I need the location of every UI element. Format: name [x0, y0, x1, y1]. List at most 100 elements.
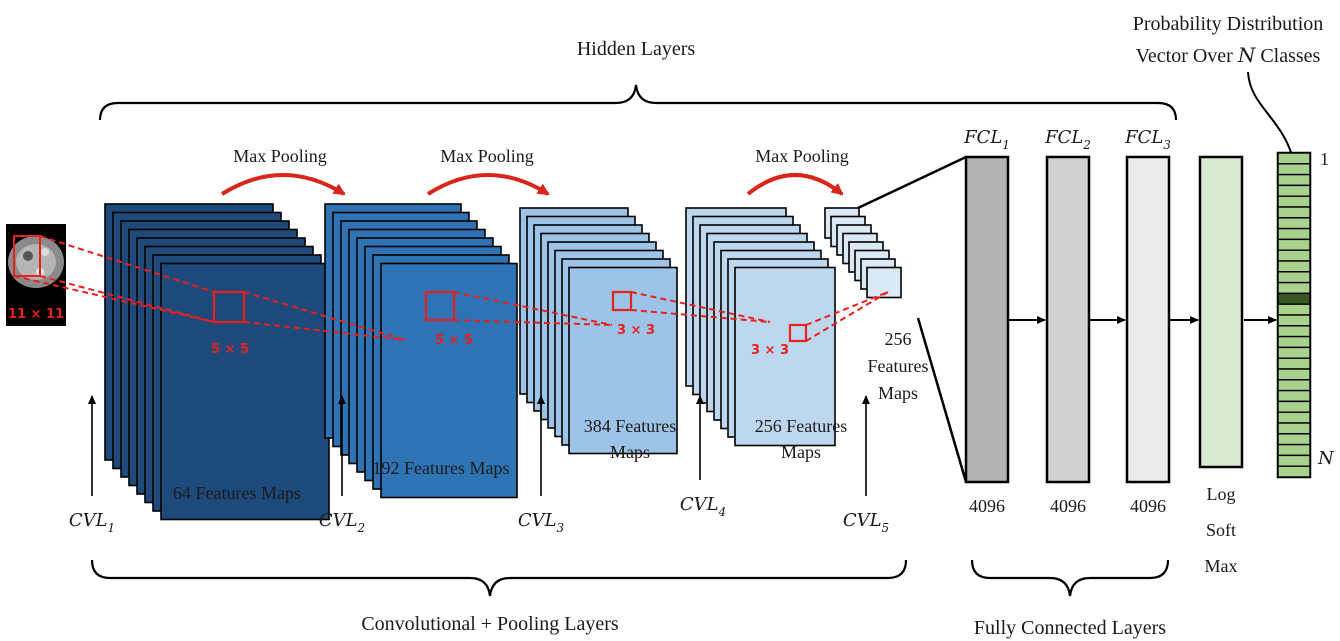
fcl2-size: 4096	[1050, 496, 1086, 516]
fm2-label: 192 Features Maps	[373, 458, 510, 478]
prob-dist-var: N	[1237, 43, 1257, 67]
fm4-label-1: 256 Features	[755, 416, 847, 436]
output-cell	[1277, 325, 1311, 338]
prob-dist-line1: Probability Distribution	[1133, 13, 1324, 35]
cvl3-map-sheet	[568, 266, 678, 455]
output-cell	[1277, 238, 1311, 251]
fm3-label-2: Maps	[610, 442, 650, 462]
output-cell	[1277, 433, 1311, 446]
cvl-base: CVL	[843, 510, 882, 531]
hidden-layers-title: Hidden Layers	[577, 38, 696, 60]
max-pooling-arrow-3	[746, 173, 844, 196]
fcl2-layer	[1045, 155, 1091, 484]
logsoftmax-label-3: Max	[1205, 556, 1238, 576]
kernel-box-1	[212, 290, 246, 324]
prob-dist-post: Classes	[1260, 45, 1320, 67]
logsoftmax-label-1: Log	[1207, 484, 1236, 504]
cvl1-feature-stack	[104, 203, 330, 521]
fm4-label-2: Maps	[781, 442, 821, 462]
prob-dist-pre: Vector Over	[1136, 45, 1234, 67]
cvl2-map-sheet	[380, 262, 518, 499]
input-ct-image	[6, 224, 66, 326]
output-cell	[1277, 217, 1311, 230]
logsoftmax-label-2: Soft	[1206, 520, 1236, 540]
cvl-subscript: 5	[882, 521, 890, 535]
max-pooling-arrow-1	[220, 173, 346, 196]
cvl-subscript: 3	[557, 521, 565, 535]
fm5-label-2: Features	[868, 356, 929, 376]
kernel-projection-line	[805, 291, 889, 342]
kernel-box-2	[424, 290, 456, 322]
max-pooling-label-3: Max Pooling	[755, 146, 849, 166]
output-cell	[1277, 389, 1311, 403]
prob-dist-line2: Vector Over N Classes	[1136, 43, 1321, 67]
cvl-subscript: 1	[108, 521, 116, 535]
cvl5-map-sheet	[866, 266, 902, 299]
output-cell	[1277, 400, 1311, 413]
fm5-label-3: Maps	[878, 383, 918, 403]
max-pooling-label-2: Max Pooling	[440, 146, 534, 166]
fcl3-label: FCL3	[1124, 127, 1171, 152]
cvl1-label: CVL1	[69, 510, 115, 535]
output-cell	[1277, 303, 1311, 316]
output-cell	[1277, 227, 1311, 241]
fm3-label-1: 384 Features	[584, 416, 676, 436]
kernel-projection-line	[243, 291, 406, 341]
output-cell	[1277, 443, 1311, 457]
output-top-label: 1	[1320, 149, 1329, 169]
kernel-label-2: 5 × 5	[435, 333, 473, 348]
fcl3-size: 4096	[1130, 496, 1166, 516]
output-cell	[1277, 206, 1311, 219]
output-cell	[1277, 260, 1311, 273]
max-pooling-arrow-2	[426, 173, 550, 196]
kernel-projection-line	[630, 309, 771, 323]
input-projection-line	[39, 235, 215, 293]
cvl3-label: CVL3	[518, 510, 565, 535]
kernel-box-3	[611, 290, 633, 312]
output-cell	[1277, 454, 1311, 467]
cvl-base: CVL	[518, 510, 557, 531]
output-cell	[1277, 249, 1311, 262]
kernel-projection-line	[243, 321, 406, 341]
output-cell	[1277, 335, 1311, 349]
kernel-label-1: 5 × 5	[211, 342, 249, 357]
output-cell	[1277, 422, 1311, 435]
output-cell-active	[1277, 292, 1311, 305]
output-cell	[1277, 184, 1311, 197]
output-bottom-label: N	[1317, 448, 1335, 469]
logsoftmax-layer	[1198, 155, 1244, 469]
output-cell	[1277, 173, 1311, 187]
fcl1-size: 4096	[969, 496, 1005, 516]
fcl-subscript: 2	[1082, 138, 1091, 152]
fm5-label-1: 256	[885, 329, 912, 349]
cvl-subscript: 2	[357, 521, 366, 535]
cvl4-feature-stack	[685, 207, 836, 447]
output-cell	[1277, 357, 1311, 370]
output-cell	[1277, 379, 1311, 392]
cvl2-feature-stack	[324, 203, 518, 499]
output-cell	[1277, 152, 1311, 165]
fcl-base: FCL	[963, 127, 1002, 148]
cvl4-map-sheet	[734, 266, 836, 447]
output-cell	[1277, 465, 1311, 478]
input-projection-line	[13, 275, 215, 323]
fcl3-layer	[1125, 155, 1171, 484]
fcl2-label: FCL2	[1044, 127, 1091, 152]
output-cell	[1277, 195, 1311, 208]
kernel-projection-line	[805, 291, 889, 326]
cvl5-feature-stack	[824, 207, 902, 299]
kernel-projection-line	[453, 319, 613, 326]
fcl-subscript: 3	[1163, 138, 1171, 152]
cvl-base: CVL	[69, 510, 108, 531]
fcl-base: FCL	[1124, 127, 1163, 148]
kernel-box-4	[788, 323, 808, 343]
kernel-label-4: 3 × 3	[751, 343, 789, 358]
fm1-label: 64 Features Maps	[173, 483, 301, 503]
max-pooling-label-1: Max Pooling	[233, 146, 327, 166]
fcl-base: FCL	[1044, 127, 1083, 148]
output-cell	[1277, 346, 1311, 359]
kernel-label-3: 3 × 3	[617, 323, 655, 338]
output-cell	[1277, 411, 1311, 424]
cvl2-label: CVL2	[319, 510, 365, 535]
